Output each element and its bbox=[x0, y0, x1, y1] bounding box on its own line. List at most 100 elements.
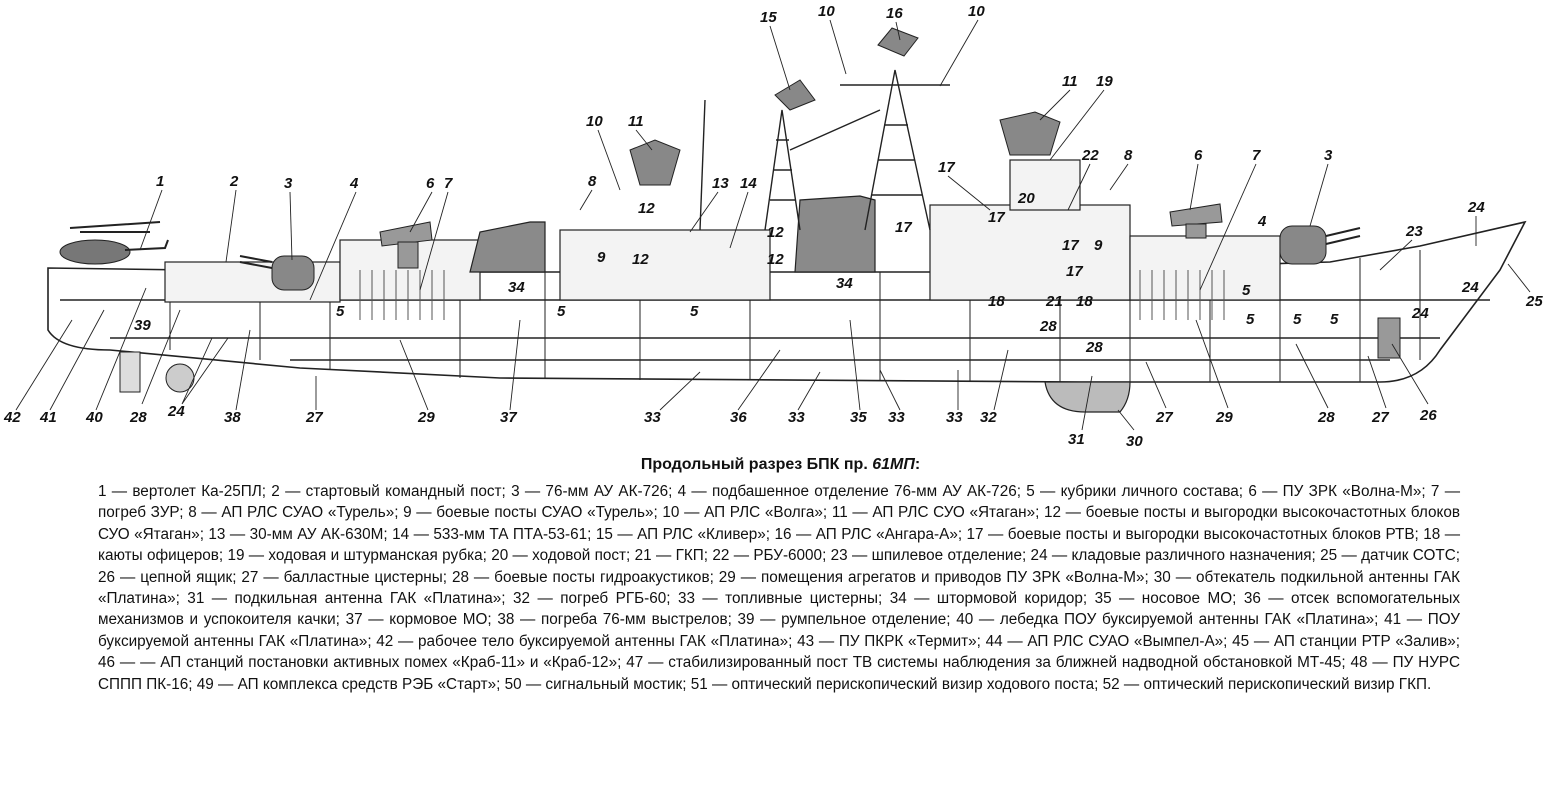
radar-kliver bbox=[774, 79, 816, 111]
leader-29a bbox=[399, 339, 429, 411]
num-5a: 5 bbox=[336, 303, 345, 320]
callout-33a: 33 bbox=[644, 409, 661, 426]
helicopter-rotor bbox=[69, 221, 161, 233]
callout-24c: 24 bbox=[1467, 199, 1485, 216]
leader-8 bbox=[579, 189, 593, 211]
leader-3b bbox=[1309, 163, 1329, 227]
leader-14 bbox=[729, 191, 749, 249]
figure-legend: 1 — вертолет Ка-25ПЛ; 2 — стартовый кома… bbox=[98, 481, 1460, 695]
num-34a: 34 bbox=[508, 279, 525, 296]
callout-7: 7 bbox=[444, 175, 453, 192]
callout-41: 41 bbox=[39, 409, 57, 426]
sonar-dome bbox=[1044, 381, 1131, 413]
callout-15: 15 bbox=[760, 9, 777, 26]
bulkheads bbox=[169, 250, 1421, 382]
num-12b: 12 bbox=[632, 251, 649, 268]
callout-6: 6 bbox=[426, 175, 435, 192]
fwd-deckhouse bbox=[1129, 235, 1281, 301]
caption-suffix: : bbox=[914, 456, 921, 473]
callout-16: 16 bbox=[886, 5, 903, 22]
num-17b: 17 bbox=[988, 209, 1005, 226]
leader-32 bbox=[993, 349, 1009, 411]
callout-2: 2 bbox=[229, 173, 239, 190]
hull-outline bbox=[47, 220, 1527, 383]
leader-4 bbox=[309, 191, 357, 301]
callout-19: 19 bbox=[1096, 73, 1113, 90]
leader-19 bbox=[1049, 89, 1105, 161]
leader-33c bbox=[879, 369, 901, 411]
num-9b: 9 bbox=[1094, 237, 1103, 254]
leader-31 bbox=[1081, 375, 1093, 431]
leader-10c bbox=[939, 19, 979, 87]
leader-15 bbox=[769, 25, 791, 91]
leader-1 bbox=[139, 189, 163, 251]
leader-10a bbox=[597, 129, 621, 191]
callout-31: 31 bbox=[1068, 431, 1085, 448]
num-28b: 28 bbox=[1085, 339, 1103, 356]
callout-28a: 28 bbox=[129, 409, 147, 426]
leader-7b bbox=[1199, 163, 1257, 291]
callout-30: 30 bbox=[1126, 433, 1143, 450]
leader-28c bbox=[1295, 343, 1329, 409]
leader-37 bbox=[509, 319, 521, 411]
radar-angara bbox=[877, 27, 919, 57]
callout-27c: 27 bbox=[1371, 409, 1389, 426]
num-5e: 5 bbox=[1246, 311, 1255, 328]
leader-27b bbox=[1145, 361, 1167, 409]
leader-6 bbox=[409, 191, 433, 233]
callout-29a: 29 bbox=[417, 409, 435, 426]
callout-11a: 11 bbox=[628, 113, 644, 130]
num-12a: 12 bbox=[638, 200, 655, 217]
num-4b: 4 bbox=[1257, 213, 1267, 230]
ship-cutaway-svg: 39 5 34 5 5 9 12 12 12 12 34 17 17 20 17… bbox=[3, 3, 1543, 450]
callout-33c: 33 bbox=[888, 409, 905, 426]
exhaust-stacks bbox=[469, 195, 876, 273]
num-17c: 17 bbox=[1062, 237, 1079, 254]
callout-27a: 27 bbox=[305, 409, 323, 426]
num-24a: 24 bbox=[1461, 279, 1479, 296]
num-18a: 18 bbox=[988, 293, 1005, 310]
num-5c: 5 bbox=[690, 303, 699, 320]
callout-3: 3 bbox=[284, 175, 293, 192]
leader-29b bbox=[1195, 319, 1229, 409]
fwd-sam-launcher bbox=[1169, 203, 1223, 227]
callout-13: 13 bbox=[712, 175, 729, 192]
leader-11b bbox=[1039, 89, 1071, 121]
aft-stack bbox=[469, 221, 546, 273]
rudder bbox=[119, 351, 141, 393]
leader-24d bbox=[181, 337, 229, 405]
callout-36: 36 bbox=[730, 409, 747, 426]
leader-11a bbox=[635, 129, 653, 151]
leader-lines bbox=[15, 19, 1531, 431]
callout-23: 23 bbox=[1405, 223, 1423, 240]
leader-7 bbox=[419, 191, 449, 291]
leader-41 bbox=[49, 309, 105, 411]
num-5g: 5 bbox=[1330, 311, 1339, 328]
callout-29b: 29 bbox=[1215, 409, 1233, 426]
num-5f: 5 bbox=[1293, 311, 1302, 328]
leader-13 bbox=[689, 191, 719, 233]
crane-boom bbox=[789, 109, 881, 151]
num-20: 20 bbox=[1017, 190, 1035, 207]
num-24b: 24 bbox=[1411, 305, 1429, 322]
num-17d: 17 bbox=[1066, 263, 1083, 280]
fwd-sam-pedestal bbox=[1185, 223, 1207, 239]
callout-28c: 28 bbox=[1317, 409, 1335, 426]
leader-16 bbox=[895, 21, 901, 41]
aft-gun-turret bbox=[271, 255, 315, 291]
aft-magazine bbox=[359, 270, 445, 320]
num-34b: 34 bbox=[836, 275, 853, 292]
sam-launchers bbox=[379, 203, 1223, 269]
leader-8b bbox=[1109, 163, 1129, 191]
leader-3 bbox=[289, 191, 293, 261]
gun-turrets bbox=[239, 225, 1361, 291]
callout-32: 32 bbox=[980, 409, 997, 426]
callout-33b: 33 bbox=[788, 409, 805, 426]
callout-3b: 3 bbox=[1324, 147, 1333, 164]
figure-caption: Продольный разрез БПК пр. 61МП: bbox=[0, 456, 1561, 474]
num-17a: 17 bbox=[895, 219, 912, 236]
helicopter-tail bbox=[124, 239, 169, 251]
fwd-mast bbox=[840, 69, 950, 231]
caption-prefix: Продольный разрез БПК пр. bbox=[640, 456, 873, 473]
callouts: 1 2 3 4 6 7 8 10 11 13 14 15 10 16 10 11… bbox=[3, 3, 1543, 450]
